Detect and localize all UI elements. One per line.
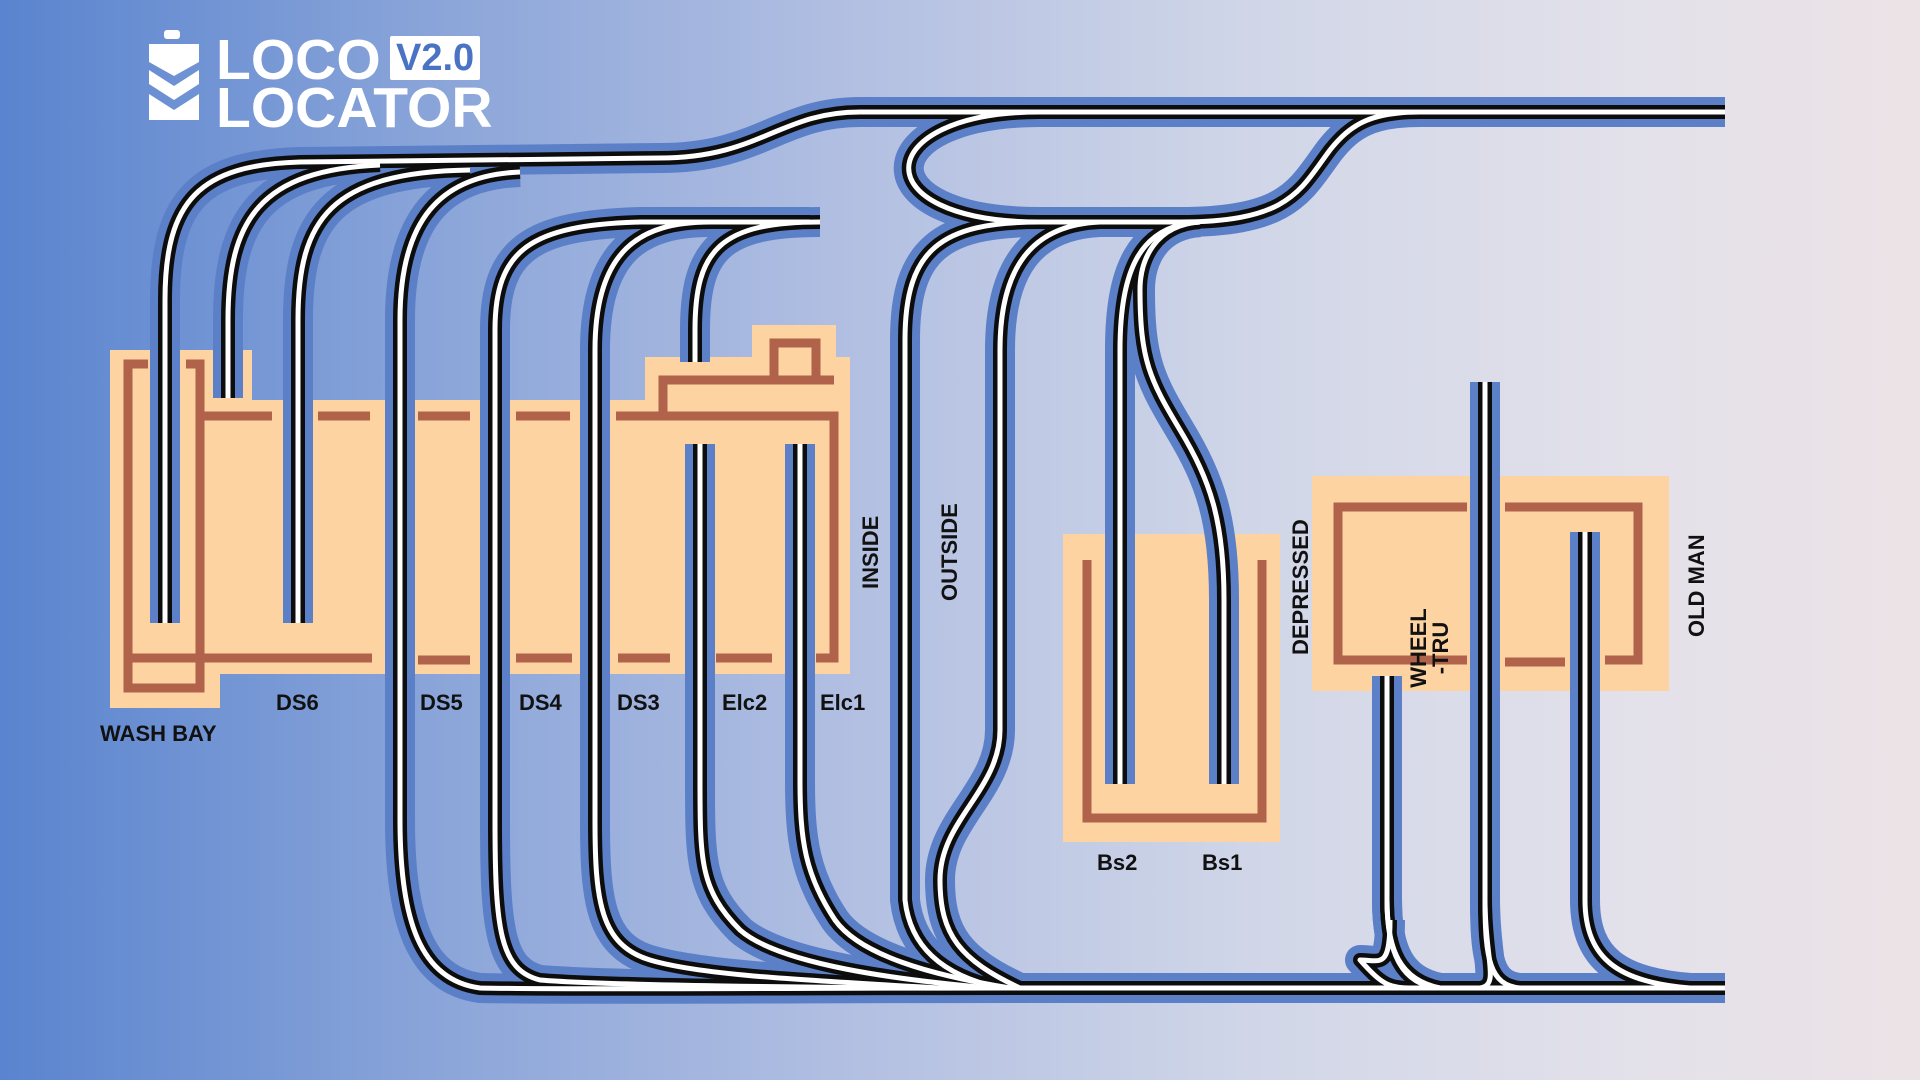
label-wheel-tru: WHEEL -TRU bbox=[1406, 603, 1453, 693]
shop-south-wall bbox=[200, 653, 772, 665]
label-old-man: OLD MAN bbox=[1684, 534, 1709, 637]
label-ds3: DS3 bbox=[617, 690, 660, 715]
track-outside-lead-halo bbox=[1179, 97, 1421, 237]
version-badge: V2.0 bbox=[390, 36, 481, 80]
track-inside-tie bbox=[902, 219, 1160, 991]
label-wheel-tru-line2: -TRU bbox=[1428, 621, 1453, 675]
label-elc2: Elc2 bbox=[722, 690, 768, 715]
track-wash-bay-2-tie bbox=[225, 162, 381, 398]
track-outside-lead-tie bbox=[1179, 109, 1421, 225]
buildings bbox=[110, 325, 1669, 842]
track-ds6-tie bbox=[295, 167, 471, 623]
track-depressed-main-tie bbox=[1384, 899, 1441, 991]
label-elc1: Elc1 bbox=[820, 690, 866, 715]
wheel-tru-wall-right bbox=[1505, 502, 1643, 667]
label-outside: OUTSIDE bbox=[937, 503, 962, 601]
tracks bbox=[150, 96, 1725, 1004]
wheel-tru-wall-left bbox=[1333, 502, 1467, 665]
label-bs2: Bs2 bbox=[1097, 850, 1138, 875]
track-outside-tie bbox=[937, 219, 1180, 991]
label-ds4: DS4 bbox=[519, 690, 562, 715]
logo-title-line1: LOCO bbox=[216, 28, 381, 92]
building-walls bbox=[123, 338, 1643, 823]
bad-order-wall bbox=[1082, 560, 1267, 823]
track-wheel-tru-south-tie bbox=[1482, 899, 1680, 991]
label-ds6: DS6 bbox=[276, 690, 319, 715]
wash-bay-wall bbox=[123, 359, 205, 693]
track-elc2-upper-tie bbox=[692, 219, 821, 362]
track-elc2-yard-tie bbox=[697, 444, 991, 991]
track-main-north-tie bbox=[162, 109, 1725, 623]
track-ds4-tie bbox=[492, 219, 1001, 991]
track-bs1-tie bbox=[1137, 219, 1227, 784]
track-layer-tie bbox=[162, 109, 1725, 992]
track-inside-lead-tie bbox=[906, 109, 1041, 225]
track-ds3-tie bbox=[592, 219, 941, 991]
logo-title-line2: LOCATOR bbox=[216, 76, 493, 140]
label-depressed: DEPRESSED bbox=[1288, 519, 1313, 655]
label-ds5: DS5 bbox=[420, 690, 463, 715]
bad-order-shop-building bbox=[1063, 534, 1280, 842]
label-wheel-tru-line1: WHEEL bbox=[1406, 608, 1431, 688]
track-depressed-south-tie bbox=[1357, 919, 1700, 991]
label-inside: INSIDE bbox=[858, 515, 883, 589]
badge-icon bbox=[149, 30, 199, 120]
label-bs1: Bs1 bbox=[1202, 850, 1243, 875]
elc-annex-box bbox=[769, 338, 821, 380]
track-old-man-tie bbox=[1582, 532, 1691, 991]
shop-north-wall bbox=[200, 411, 839, 663]
track-elc1-tie bbox=[797, 444, 1011, 991]
wash-bay-wall-right bbox=[186, 359, 205, 688]
label-wash-bay: WASH BAY bbox=[100, 721, 217, 746]
